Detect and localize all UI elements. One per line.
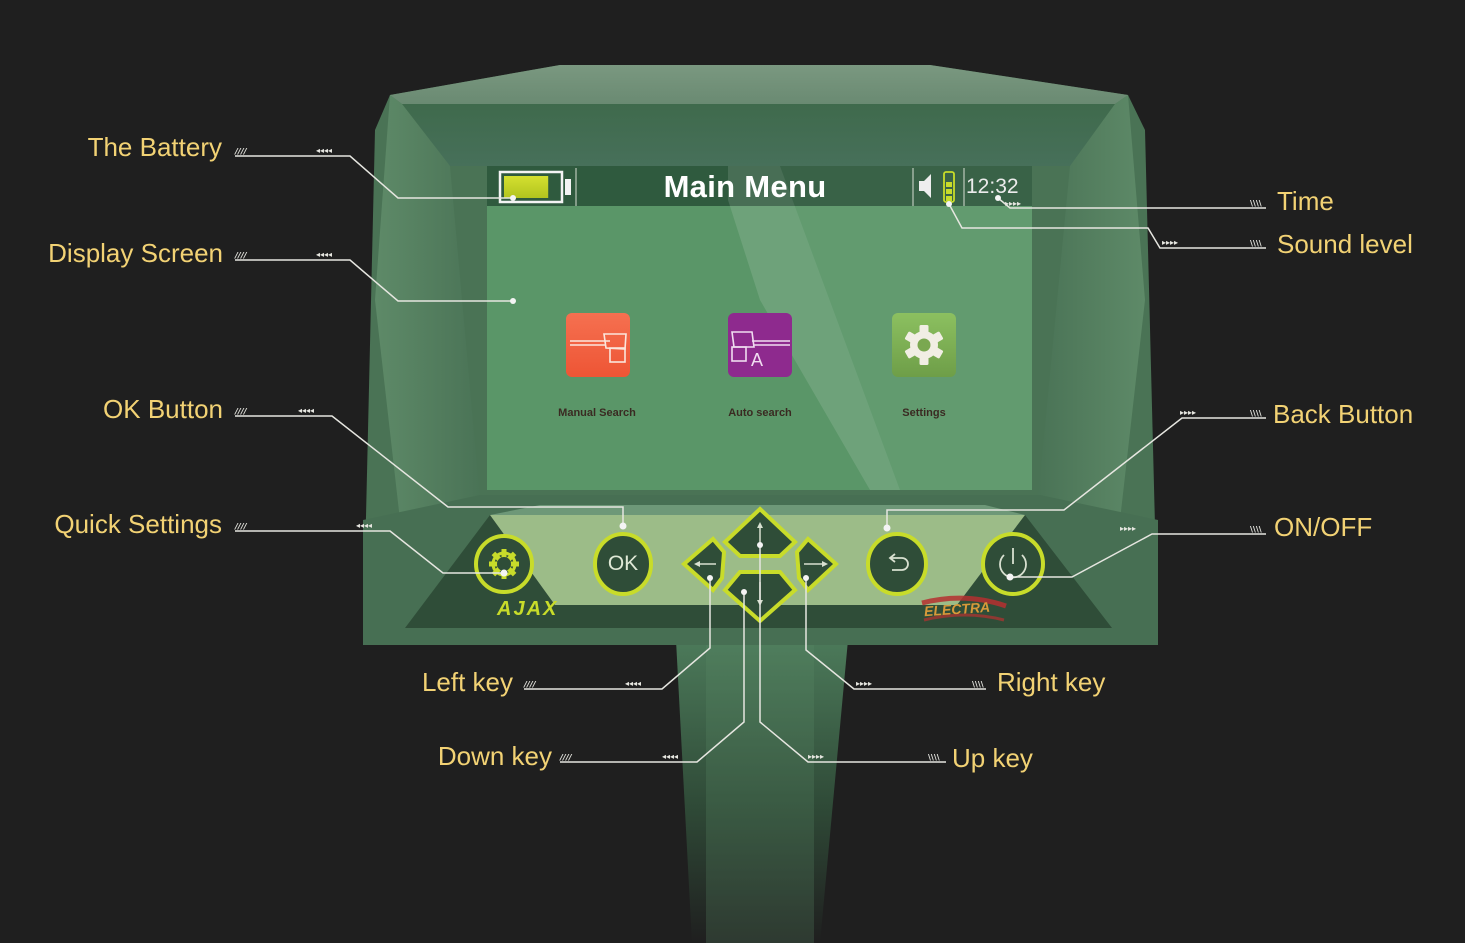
leader-right-key <box>805 578 986 690</box>
svg-text:////: //// <box>234 251 248 260</box>
callout-down-key: Down key <box>437 741 552 771</box>
svg-text:////: //// <box>523 680 537 689</box>
callout-time: Time <box>1277 186 1334 216</box>
svg-text:▸▸▸▸: ▸▸▸▸ <box>856 679 872 688</box>
leader-time <box>997 197 1266 209</box>
svg-text:◂◂◂◂: ◂◂◂◂ <box>662 752 678 761</box>
svg-text:▸▸▸▸: ▸▸▸▸ <box>1005 199 1021 208</box>
callout-quick-settings: Quick Settings <box>54 509 222 539</box>
speaker-icon <box>919 174 931 198</box>
electra-logo <box>921 595 1007 622</box>
leader-onoff <box>1010 533 1266 578</box>
svg-text:◂◂◂◂: ◂◂◂◂ <box>625 679 641 688</box>
leader-sound <box>948 203 1266 249</box>
sound-bar <box>946 182 952 187</box>
svg-text:\\\\: \\\\ <box>1250 409 1262 418</box>
gear-icon <box>904 325 944 365</box>
handle-shaft <box>676 640 848 943</box>
svg-text:◂◂◂◂: ◂◂◂◂ <box>316 250 332 259</box>
callout-left-key: Left key <box>421 667 513 697</box>
ok-button[interactable] <box>593 532 653 596</box>
screen-title: Main Menu <box>663 169 827 204</box>
leader-battery <box>235 155 513 199</box>
svg-text:◂◂◂◂: ◂◂◂◂ <box>356 521 372 530</box>
svg-text:▸▸▸▸: ▸▸▸▸ <box>808 752 824 761</box>
svg-text:////: //// <box>234 522 248 531</box>
app-auto-search[interactable] <box>728 313 792 377</box>
svg-text:▸▸▸▸: ▸▸▸▸ <box>1180 408 1196 417</box>
power-button[interactable] <box>981 532 1045 596</box>
leader-ok <box>235 415 624 525</box>
leader-display <box>235 259 513 302</box>
leader-lines <box>235 155 1266 763</box>
callout-ok-button: OK Button <box>103 394 223 424</box>
sound-bar <box>946 189 952 194</box>
svg-text:\\\\: \\\\ <box>928 753 940 762</box>
callout-display-screen: Display Screen <box>48 238 223 268</box>
ajax-logo: AJAX <box>497 598 559 620</box>
manual-search-probe-icon <box>570 333 627 363</box>
leader-down-key <box>560 592 745 763</box>
left-key[interactable] <box>680 536 727 593</box>
leader-left-key <box>524 578 711 690</box>
sound-bar <box>946 196 952 201</box>
svg-text:////: //// <box>559 753 573 762</box>
leader-decorations: ◂◂◂◂ ◂◂◂◂ ◂◂◂◂ ◂◂◂◂ ◂◂◂◂ ◂◂◂◂ ▸▸▸▸ ▸▸▸▸ … <box>234 146 1262 762</box>
app-label-auto-search[interactable]: Auto search <box>728 407 792 419</box>
svg-text:////: //// <box>234 407 248 416</box>
ok-button-label[interactable]: OK <box>607 552 639 575</box>
auto-badge: A <box>751 350 764 370</box>
auto-search-probe-icon <box>731 331 790 362</box>
svg-text:////: //// <box>234 147 248 156</box>
quick-settings-button[interactable] <box>474 534 534 594</box>
svg-text:\\\\: \\\\ <box>1250 239 1262 248</box>
leader-back <box>886 417 1266 527</box>
svg-text:\\\\: \\\\ <box>972 680 984 689</box>
svg-text:\\\\: \\\\ <box>1250 525 1262 534</box>
callout-back-button: Back Button <box>1273 399 1414 429</box>
svg-text:▸▸▸▸: ▸▸▸▸ <box>1162 238 1178 247</box>
app-settings[interactable] <box>892 313 956 377</box>
leader-quick-settings <box>235 530 504 574</box>
callout-battery: The Battery <box>87 132 222 162</box>
svg-text:\\\\: \\\\ <box>1250 199 1262 208</box>
leader-dots <box>500 195 1014 595</box>
app-label-settings[interactable]: Settings <box>902 407 946 419</box>
svg-text:◂◂◂◂: ◂◂◂◂ <box>316 146 332 155</box>
app-label-manual-search[interactable]: Manual Search <box>558 407 636 419</box>
callout-up-key: Up key <box>952 743 1033 773</box>
clock-time: 12:32 <box>966 175 1019 198</box>
svg-text:▸▸▸▸: ▸▸▸▸ <box>1120 524 1136 533</box>
callout-right-key: Right key <box>997 667 1106 697</box>
leader-up-key <box>759 545 946 763</box>
battery-icon <box>498 170 571 204</box>
back-arrow-icon <box>888 553 909 571</box>
app-manual-search[interactable] <box>566 313 630 377</box>
callout-on-off: ON/OFF <box>1274 512 1373 542</box>
callout-sound-level: Sound level <box>1277 229 1413 259</box>
back-button[interactable] <box>866 532 928 596</box>
svg-text:◂◂◂◂: ◂◂◂◂ <box>298 406 314 415</box>
